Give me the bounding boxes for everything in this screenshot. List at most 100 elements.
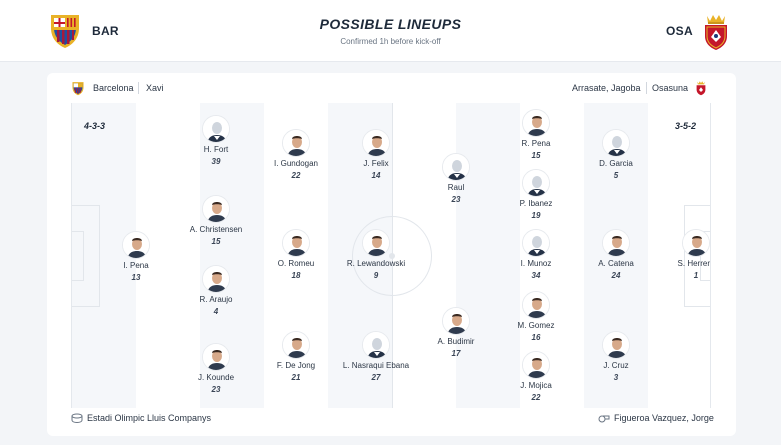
player-avatar[interactable] <box>442 153 470 181</box>
player-number: 14 <box>371 171 381 180</box>
player-number: 39 <box>211 157 221 166</box>
player-avatar[interactable] <box>282 229 310 257</box>
away-player[interactable]: A. Catena 24 <box>571 229 661 280</box>
player-name[interactable]: F. De Jong <box>276 361 316 370</box>
player-name[interactable]: P. Ibanez <box>519 199 553 208</box>
player-avatar[interactable] <box>522 291 550 319</box>
player-avatar[interactable] <box>282 129 310 157</box>
player-avatar[interactable] <box>682 229 710 257</box>
player-name[interactable]: A. Catena <box>598 259 634 268</box>
player-name[interactable]: Raul <box>447 183 465 192</box>
away-player[interactable]: M. Gomez 16 <box>491 291 581 342</box>
match-header: BAR POSSIBLE LINEUPS Confirmed 1h before… <box>0 0 781 62</box>
player-number: 5 <box>613 171 619 180</box>
player-name[interactable]: S. Herrera <box>677 259 711 268</box>
player-avatar[interactable] <box>202 115 230 143</box>
player-avatar[interactable] <box>362 229 390 257</box>
player-name[interactable]: L. Nasraqui Ebana <box>342 361 410 370</box>
divider <box>138 82 139 94</box>
player-avatar[interactable] <box>522 109 550 137</box>
player-number: 3 <box>613 373 619 382</box>
player-number: 27 <box>371 373 381 382</box>
divider <box>646 82 647 94</box>
player-name[interactable]: A. Christensen <box>189 225 243 234</box>
player-name[interactable]: J. Kounde <box>197 373 235 382</box>
stadium-icon <box>71 413 83 423</box>
player-name[interactable]: I. Pena <box>123 261 149 270</box>
player-name[interactable]: R. Lewandowski <box>346 259 406 268</box>
player-avatar[interactable] <box>602 229 630 257</box>
player-avatar[interactable] <box>202 195 230 223</box>
player-number: 16 <box>531 333 541 342</box>
player-name[interactable]: I. Gundogan <box>273 159 319 168</box>
player-name[interactable]: D. Garcia <box>599 159 633 168</box>
player-number: 19 <box>531 211 541 220</box>
player-number: 13 <box>131 273 141 282</box>
player-name[interactable]: A. Budimir <box>437 337 475 346</box>
player-avatar[interactable] <box>362 331 390 359</box>
player-avatar[interactable] <box>522 229 550 257</box>
player-name[interactable]: M. Gomez <box>517 321 555 330</box>
osasuna-crest-icon[interactable] <box>701 12 731 57</box>
center-circle <box>352 216 432 296</box>
home-player[interactable]: J. Felix 14 <box>331 129 421 180</box>
lineup-info-bar: Barcelona Xavi Arrasate, Jagoba Osasuna <box>47 73 736 103</box>
player-name[interactable]: R. Araujo <box>199 295 233 304</box>
away-team-name[interactable]: Osasuna <box>652 83 689 93</box>
page-subtitle: Confirmed 1h before kick-off <box>340 37 441 46</box>
home-team-code[interactable]: BAR <box>92 24 119 38</box>
home-team-name[interactable]: Barcelona <box>93 83 134 93</box>
home-player[interactable]: O. Romeu 18 <box>251 229 341 280</box>
away-player[interactable]: S. Herrera 1 <box>651 229 711 280</box>
player-avatar[interactable] <box>362 129 390 157</box>
player-avatar[interactable] <box>442 307 470 335</box>
player-number: 21 <box>291 373 301 382</box>
home-player[interactable]: A. Christensen 15 <box>171 195 261 246</box>
player-avatar[interactable] <box>122 231 150 259</box>
barcelona-crest-icon[interactable] <box>48 12 82 55</box>
player-avatar[interactable] <box>202 343 230 371</box>
player-avatar[interactable] <box>602 129 630 157</box>
player-name[interactable]: O. Romeu <box>277 259 315 268</box>
away-coach-name[interactable]: Arrasate, Jagoba <box>572 83 641 93</box>
away-player[interactable]: J. Cruz 3 <box>571 331 661 382</box>
away-player[interactable]: R. Pena 15 <box>491 109 581 160</box>
home-coach-name[interactable]: Xavi <box>146 83 164 93</box>
player-avatar[interactable] <box>522 169 550 197</box>
player-name[interactable]: J. Cruz <box>603 361 629 370</box>
player-avatar[interactable] <box>602 331 630 359</box>
player-name[interactable]: R. Pena <box>521 139 551 148</box>
home-goal-box <box>72 231 84 281</box>
player-number: 15 <box>531 151 541 160</box>
home-formation: 4-3-3 <box>84 121 106 131</box>
away-formation: 3-5-2 <box>675 121 697 131</box>
away-team-code[interactable]: OSA <box>666 24 693 38</box>
player-avatar[interactable] <box>522 351 550 379</box>
player-avatar[interactable] <box>282 331 310 359</box>
home-player[interactable]: F. De Jong 21 <box>251 331 341 382</box>
player-name[interactable]: J. Felix <box>363 159 389 168</box>
home-player[interactable]: R. Lewandowski 9 <box>331 229 421 280</box>
player-name[interactable]: J. Mojica <box>520 381 552 390</box>
player-name[interactable]: H. Fort <box>203 145 229 154</box>
away-player[interactable]: P. Ibanez 19 <box>491 169 581 220</box>
away-player[interactable]: D. Garcia 5 <box>571 129 661 180</box>
away-penalty-box <box>684 205 710 307</box>
home-player[interactable]: I. Pena 13 <box>91 231 181 282</box>
home-player[interactable]: H. Fort 39 <box>171 115 261 166</box>
player-number: 1 <box>693 271 699 280</box>
player-number: 9 <box>373 271 379 280</box>
player-number: 15 <box>211 237 221 246</box>
player-number: 24 <box>611 271 621 280</box>
player-name[interactable]: I. Munoz <box>520 259 552 268</box>
player-number: 18 <box>291 271 301 280</box>
player-avatar[interactable] <box>202 265 230 293</box>
home-player[interactable]: L. Nasraqui Ebana 27 <box>331 331 421 382</box>
